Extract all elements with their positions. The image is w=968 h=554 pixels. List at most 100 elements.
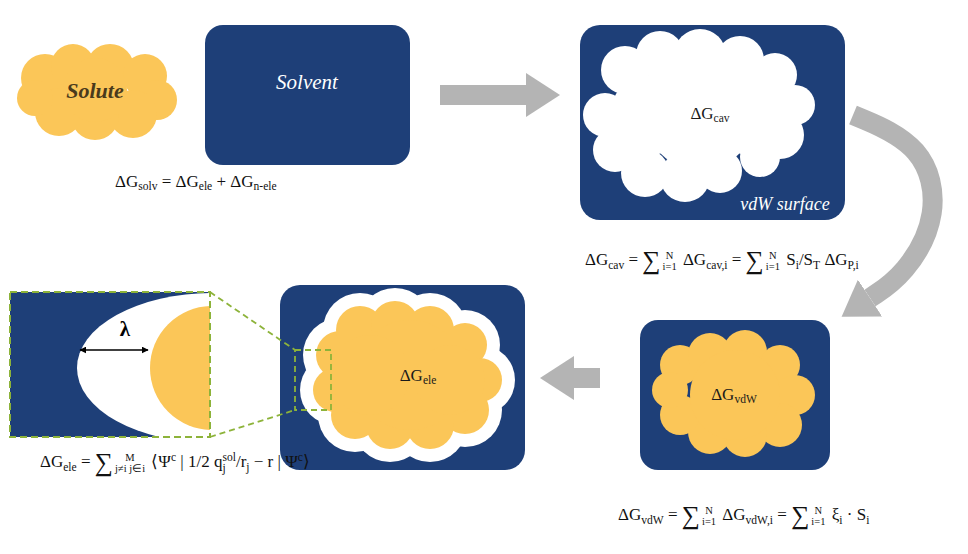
- math-part: P,i: [848, 259, 859, 272]
- text-holder: ΔGcav = ∑i=1N ΔGcav,i = ∑i=1N Si/ST ΔGP,…: [585, 248, 859, 274]
- math-part: N: [666, 250, 674, 261]
- dimension-label: λ: [120, 317, 130, 342]
- math-part: − r | Ψ: [250, 452, 298, 471]
- math-part: j: [246, 461, 249, 474]
- math-part: =: [624, 250, 642, 269]
- process-arrow: [440, 85, 526, 105]
- math-part: M: [125, 452, 134, 463]
- math-part: ξ: [827, 505, 839, 524]
- math-part: ΔG: [820, 250, 847, 269]
- math-part: i: [839, 514, 842, 527]
- math-part: ΔG: [711, 385, 734, 404]
- math-part: vdW: [641, 514, 663, 527]
- math-part: + ΔG: [212, 172, 253, 191]
- blob-part: [415, 345, 485, 415]
- math-part: =: [77, 452, 95, 471]
- blob-part: [690, 350, 780, 440]
- math-part: ∑: [791, 501, 809, 530]
- text-holder: Solvent: [276, 70, 338, 95]
- math-part: ΔG: [679, 250, 706, 269]
- math-part: i=1: [811, 516, 825, 527]
- math-part: =: [664, 505, 682, 524]
- math-part: i=1: [663, 261, 677, 272]
- math-part: c: [171, 451, 176, 464]
- text-holder: ΔGsolv = ΔGele + ΔGn-ele: [115, 172, 277, 194]
- blob-part: [710, 75, 790, 155]
- energy-term: ΔGele: [400, 366, 437, 388]
- math-part: ΔG: [618, 505, 641, 524]
- math-part: S: [782, 250, 796, 269]
- lambda-arrow: [80, 349, 148, 351]
- math-part: ele: [63, 461, 76, 474]
- math-part: ∑: [682, 501, 700, 530]
- math-stack: jsol: [222, 452, 235, 475]
- math-part: · S: [843, 505, 867, 524]
- math-part: i: [866, 514, 869, 527]
- math-part: = ΔG: [157, 172, 198, 191]
- math-part: vdW,i: [746, 514, 773, 527]
- math-part: T: [813, 259, 820, 272]
- math-part: ∑: [746, 246, 764, 275]
- math-part: i=1: [702, 516, 716, 527]
- math-stack: i=1N: [702, 505, 716, 527]
- math-part: ∑: [95, 448, 113, 477]
- math-part: ⟩: [303, 452, 310, 471]
- solute-blob: Solute: [15, 40, 175, 140]
- math-part: =: [728, 250, 746, 269]
- equation: ΔGsolv = ΔGele + ΔGn-ele: [115, 172, 277, 194]
- math-part: sol: [222, 452, 235, 464]
- zoom-line: [210, 292, 295, 350]
- electrostatic-box: ΔGele: [280, 285, 525, 470]
- solvent-box: Solvent: [205, 25, 410, 165]
- blob-shape: [300, 288, 515, 462]
- math-part: j≠i j∈i: [115, 463, 145, 474]
- text-holder: ΔGele = ∑j≠i j∈iM ⟨Ψc | 1/2 qjsol/rj − r…: [40, 450, 310, 476]
- energy-term: ΔGcav: [690, 104, 729, 126]
- math-part: cav: [714, 112, 730, 125]
- math-part: c: [298, 451, 303, 464]
- math-part: n-ele: [254, 180, 277, 193]
- text-holder: ΔGvdW = ∑i=1N ΔGvdW,i = ∑i=1N ξi · Si: [618, 503, 869, 529]
- cavity-gap: [77, 293, 210, 437]
- equation: ΔGvdW = ∑i=1N ΔGvdW,i = ∑i=1N ξi · Si: [618, 503, 869, 529]
- math-stack: i=1N: [811, 505, 825, 527]
- blob-shape: [583, 29, 815, 202]
- math-part: i: [796, 259, 799, 272]
- math-part: /S: [799, 250, 813, 269]
- zoom-frame: [295, 350, 331, 410]
- inset-border: [10, 292, 210, 437]
- math-stack: i=1N: [766, 250, 780, 272]
- text-holder: ΔGcav: [690, 104, 729, 126]
- blob-part: [17, 80, 53, 116]
- math-part: ΔG: [40, 452, 63, 471]
- math-part: ΔG: [115, 172, 138, 191]
- surface-label: vdW surface: [740, 194, 829, 216]
- text-holder: Solute: [66, 78, 123, 104]
- math-part: ∑: [642, 246, 660, 275]
- math-part: ⟨Ψ: [147, 452, 171, 471]
- math-part: | 1/2 q: [176, 452, 222, 471]
- math-stack: j≠i j∈iM: [115, 452, 145, 474]
- blob-part: [610, 75, 690, 155]
- text-holder: ΔGele: [400, 366, 437, 388]
- solvent-label: Solvent: [276, 70, 338, 95]
- equation: ΔGele = ∑j≠i j∈iM ⟨Ψc | 1/2 qjsol/rj − r…: [40, 450, 310, 476]
- cavity-box: ΔGcav vdW surface: [580, 25, 845, 220]
- vdw-box: ΔGvdW: [640, 320, 830, 470]
- math-part: ele: [199, 180, 212, 193]
- blob-part: [330, 335, 410, 415]
- solute-label: Solute: [66, 78, 123, 104]
- blob-shape: [313, 301, 502, 449]
- math-part: cav: [608, 259, 624, 272]
- math-part: ele: [423, 374, 436, 387]
- process-arrow: [853, 115, 933, 298]
- math-part: N: [769, 250, 777, 261]
- math-part: /r: [236, 452, 246, 471]
- text-holder: ΔGvdW: [711, 385, 757, 407]
- zoom-marker: [210, 292, 331, 437]
- math-part: i=1: [766, 261, 780, 272]
- math-part: ΔG: [585, 250, 608, 269]
- math-part: ΔG: [690, 104, 713, 123]
- text-holder: λ: [120, 317, 130, 342]
